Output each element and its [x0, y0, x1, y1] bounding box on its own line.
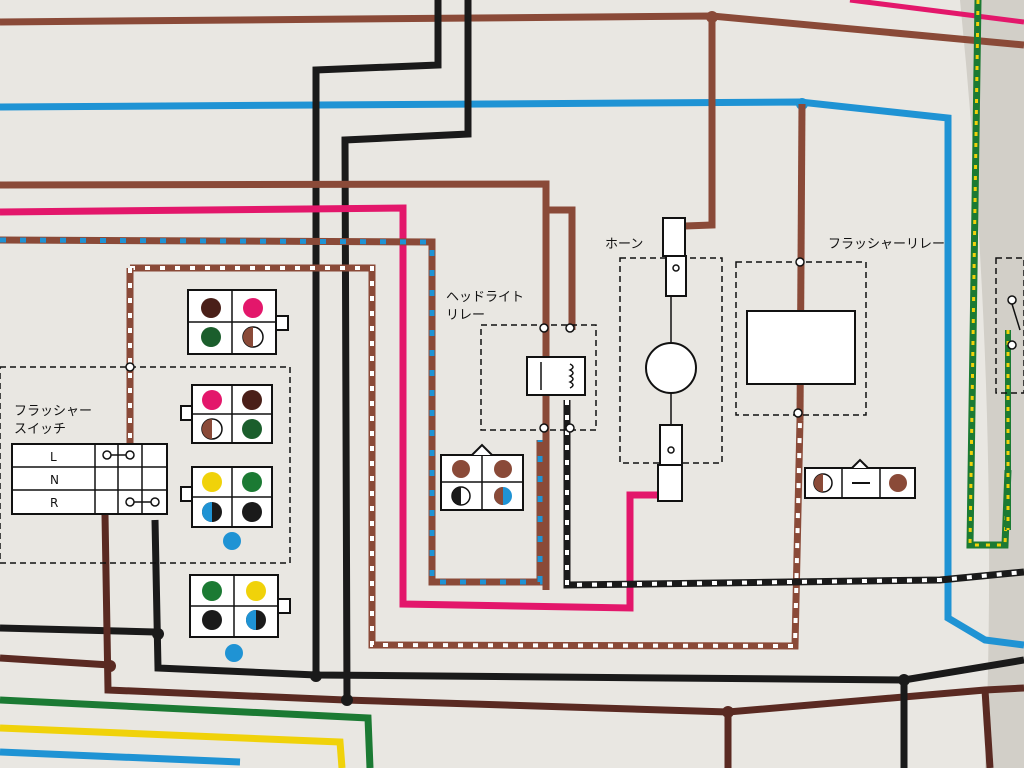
horn-terminal-top [662, 217, 686, 257]
pin-pink [243, 298, 263, 318]
terminal-dot [539, 323, 549, 333]
pin-green [201, 327, 221, 347]
junction-dot [898, 674, 910, 686]
switch-contact [125, 450, 135, 460]
pin-brown [494, 460, 512, 478]
pin-brown [889, 474, 907, 492]
pin-black [242, 502, 262, 522]
connector-tab [277, 598, 291, 614]
connector-tab [180, 405, 193, 421]
pin-brown-white-half [814, 474, 823, 492]
flasher-relay-label: フラッシャーリレー [828, 237, 945, 252]
pin-green [242, 472, 262, 492]
connector-tab [471, 443, 493, 456]
terminal-dot [793, 408, 803, 418]
pin-green [242, 419, 262, 439]
horn-terminal-bottom [659, 424, 683, 466]
wire-blue-top [0, 98, 1024, 649]
switch-position-n: N [50, 473, 59, 487]
connector-tab [275, 315, 289, 331]
horn-label: ホーン [605, 237, 643, 252]
junction-dot [310, 670, 322, 682]
headlight-relay-symbol [526, 356, 586, 396]
pin-brown-blue-half [494, 487, 503, 505]
horn-symbol [645, 342, 697, 394]
horn-terminal-hole [667, 446, 675, 454]
terminal-dot [565, 323, 575, 333]
wire-bottom-yellow [0, 724, 346, 768]
pin-blue-black-half [246, 610, 256, 630]
wire-black-2 [341, 0, 472, 701]
blue-marker-dot [223, 532, 241, 550]
wire-bottom-blue [0, 748, 241, 766]
wire-bottom-brown-right [981, 689, 994, 768]
junction-dot [722, 706, 734, 718]
pin-green [202, 581, 222, 601]
horn-terminal-hole [672, 264, 680, 272]
wire-pink [0, 204, 660, 612]
switch-contact [150, 497, 160, 507]
junction-dot [341, 694, 353, 706]
terminal-dot [539, 423, 549, 433]
flasher-switch-label-1: フラッシャー [14, 404, 92, 419]
pin-brown-white-half [202, 419, 212, 439]
connector-tab [851, 458, 869, 469]
terminal-dot [565, 423, 575, 433]
flasher-switch-label-2: スイッチ [14, 422, 66, 437]
wire-brown-horn [684, 16, 716, 230]
junction-dot [152, 628, 164, 640]
switch-position-r: R [50, 496, 58, 510]
wire-black-white-stripe [565, 400, 1024, 588]
junction-dot [104, 660, 116, 672]
terminal-dot [795, 257, 805, 267]
right-component-box [995, 257, 1024, 394]
wire-bottom-green [0, 696, 374, 768]
switch-contact [125, 497, 135, 507]
pin-dark-brown [201, 298, 221, 318]
pin-black [202, 610, 222, 630]
terminal-dot [125, 362, 135, 372]
right-switch-contact [1007, 295, 1017, 305]
junction-dot [706, 11, 718, 23]
flasher-switch-table [11, 443, 168, 515]
flasher-switch-box [0, 366, 291, 564]
pin-yellow [202, 472, 222, 492]
wire-bottom-black-1 [0, 624, 156, 636]
horn-terminal-top-2 [665, 255, 687, 297]
pin-pink [202, 390, 222, 410]
pin-yellow [246, 581, 266, 601]
right-switch-blade [1011, 303, 1021, 331]
wire-top-pink [849, 0, 1024, 25]
horn-terminal-bottom-2 [657, 464, 683, 502]
flasher-relay-symbol [746, 310, 856, 385]
pin-brown-white-half [243, 327, 253, 347]
connector-tab [180, 486, 193, 502]
wire-brown-relay-2 [546, 206, 576, 330]
wire-brown-blue [0, 236, 544, 586]
switch-position-l: L [50, 450, 57, 464]
relay-coil [568, 363, 574, 389]
blue-marker-dot [225, 644, 243, 662]
wire-brown-relay-1 [0, 180, 550, 590]
pin-dark-brown [242, 390, 262, 410]
right-switch-contact [1007, 340, 1017, 350]
switch-contact [102, 450, 112, 460]
wire-bottom-brown-1 [0, 654, 111, 669]
wire-black-1 [312, 0, 442, 680]
pin-brown [452, 460, 470, 478]
pin-black-white-half [452, 487, 461, 505]
headlight-relay-label-1: ヘッドライト [446, 290, 524, 305]
wire-brown-white-stripe [130, 266, 802, 649]
headlight-relay-label-2: リレー [446, 308, 485, 323]
pin-blue-black-half [202, 502, 212, 522]
